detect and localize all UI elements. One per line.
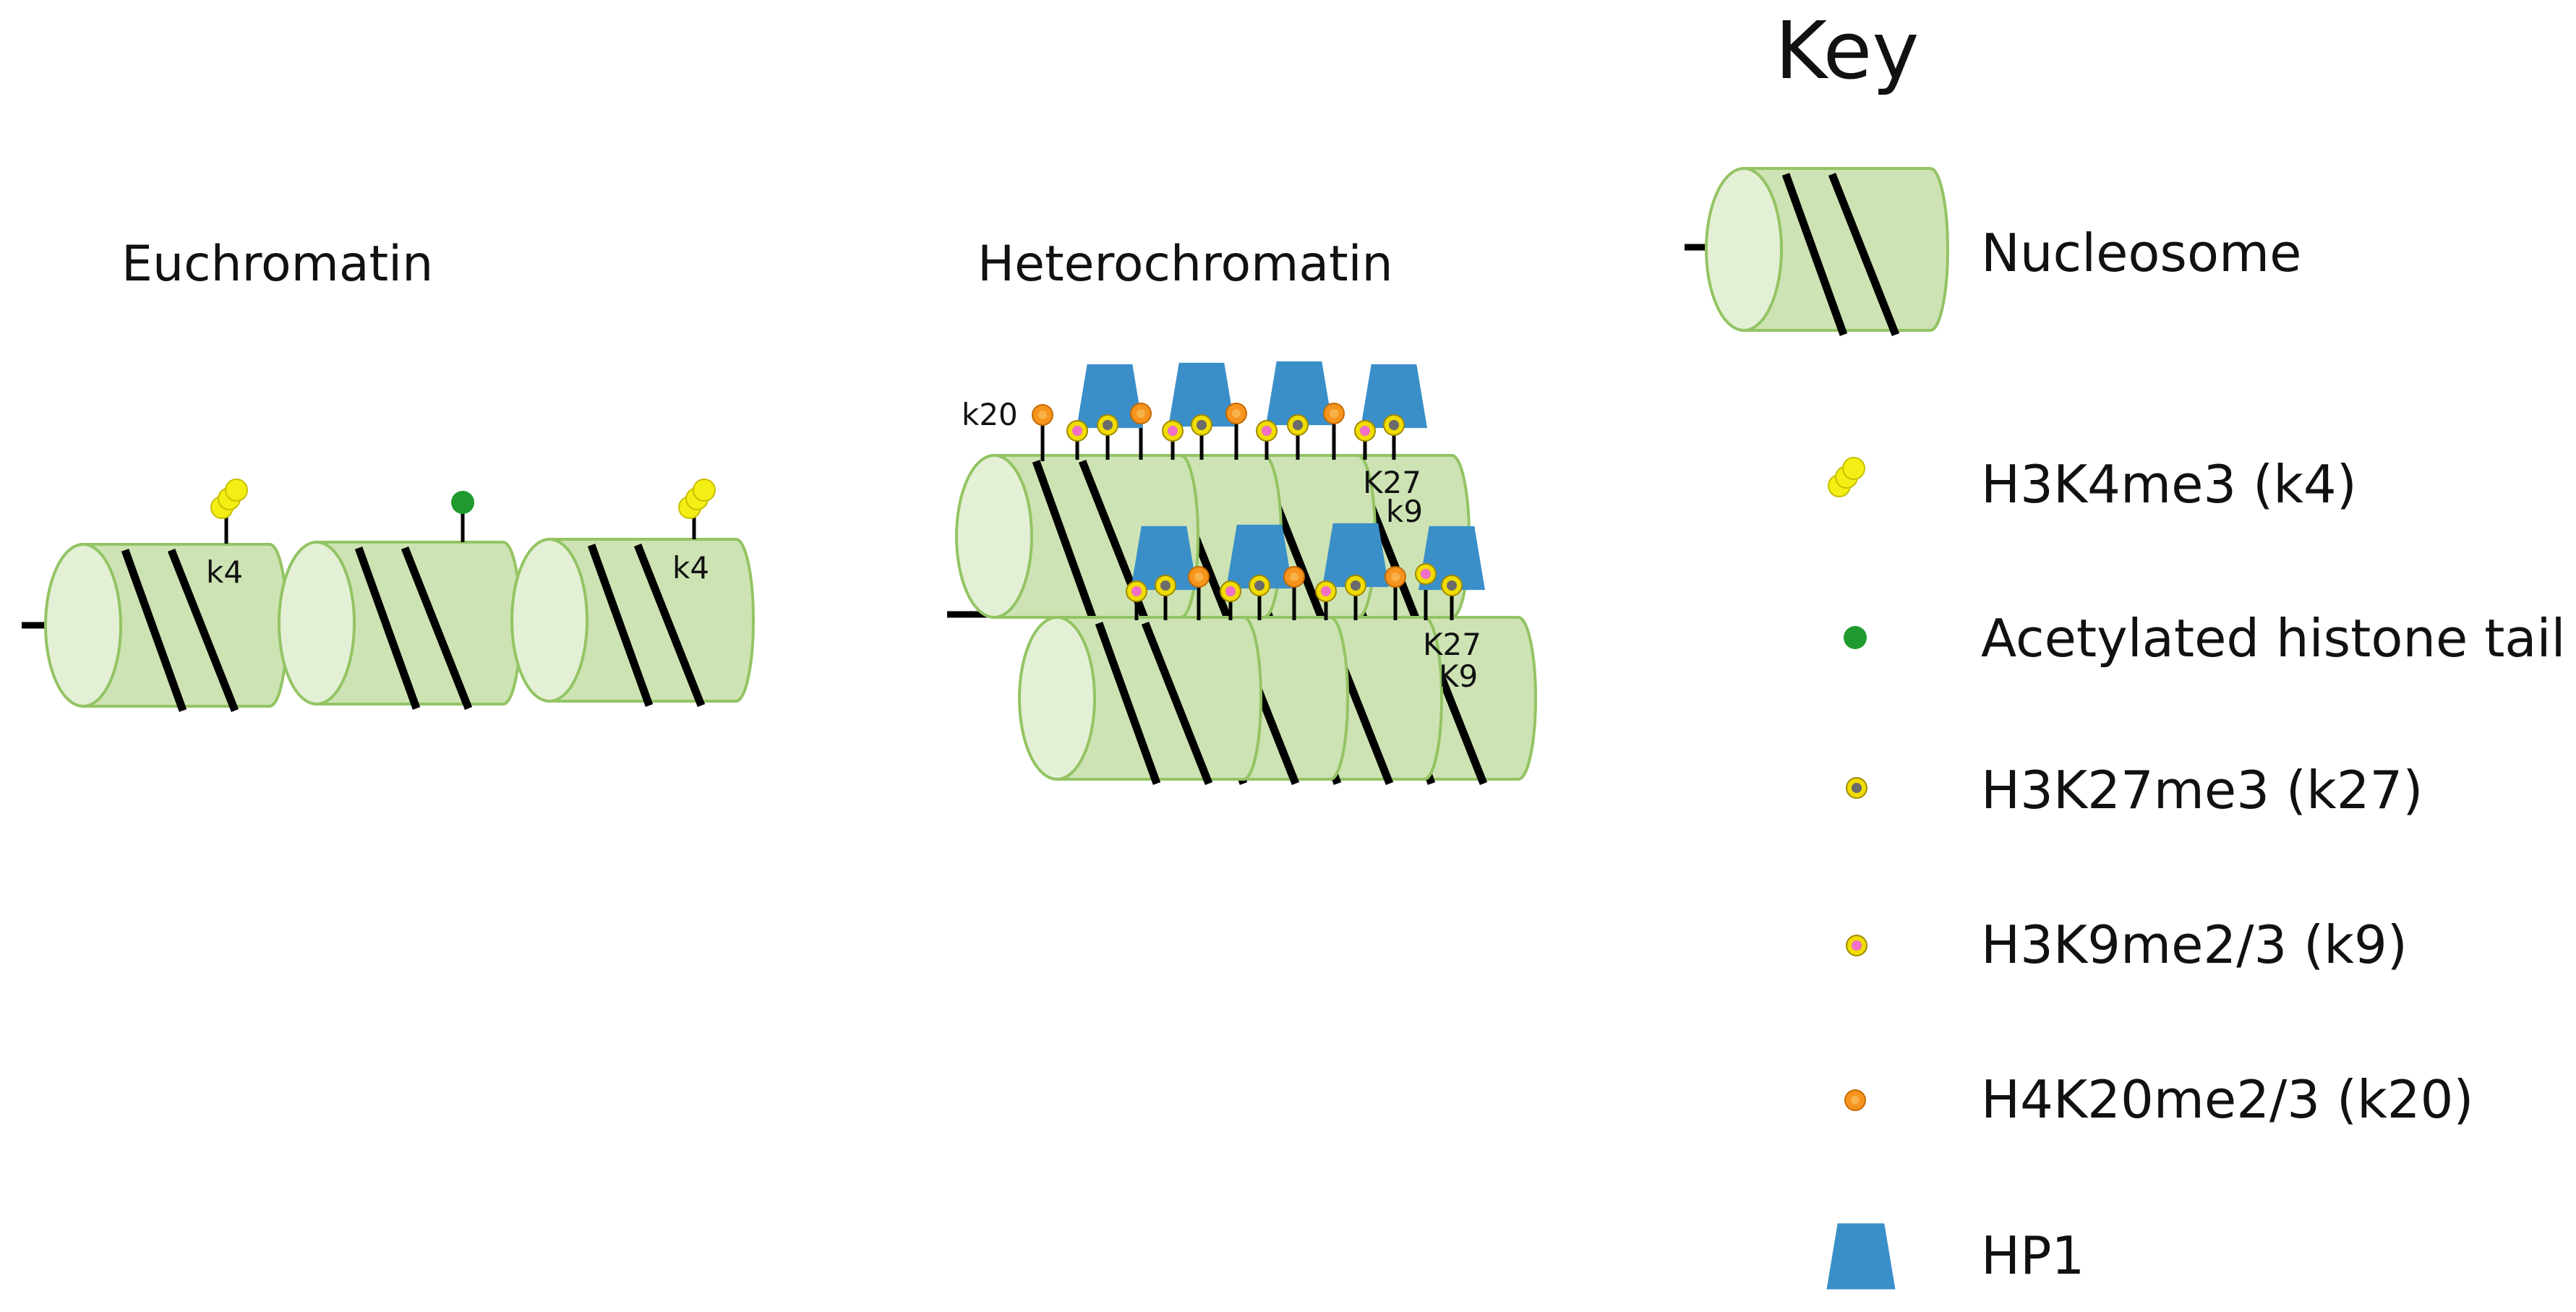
h3k9-mark	[1415, 563, 1437, 585]
nucleosome	[512, 539, 753, 706]
h4k20-mark	[1032, 404, 1053, 426]
key-label-h3k9me: H3K9me2/3 (k9)	[1981, 914, 2408, 975]
h3k9-mark	[1256, 420, 1278, 442]
heterochromatin-title: Heterochromatin	[977, 236, 1393, 293]
mark-label-k27: K27	[1363, 465, 1421, 500]
h3k9-mark	[1126, 580, 1147, 602]
nucleosome	[1019, 617, 1261, 784]
h3k9-mark	[1162, 420, 1184, 442]
top-row-marks: k20 K27 k9	[962, 361, 1427, 529]
key-title: Key	[1775, 4, 1919, 97]
mark-label-k27: K27	[1423, 627, 1481, 662]
legend: Key Nucleosome H3K4me3 (k4) Acetylated h…	[1685, 4, 2566, 1290]
acetyl-mark	[451, 491, 474, 514]
bottom-row-marks: K27 K9	[1126, 523, 1485, 694]
h4k20me-icon	[1844, 1089, 1866, 1111]
nucleosome	[46, 544, 287, 711]
h4k20-mark	[1188, 566, 1210, 588]
heterochromatin-panel: Heterochromatin	[947, 236, 1536, 784]
key-label-h4k20me: H4K20me2/3 (k20)	[1981, 1069, 2473, 1130]
h4k20-mark	[1283, 566, 1305, 588]
h3k9-mark	[1354, 420, 1376, 442]
h3k27-mark	[1097, 414, 1118, 436]
h4k20-mark	[1130, 403, 1152, 424]
h3k4me3-mark	[678, 479, 716, 519]
hp1-icon	[1826, 1223, 1896, 1290]
h3k27-mark	[1191, 414, 1212, 436]
h3k27-mark	[1287, 414, 1309, 436]
h3k9-mark	[1315, 580, 1337, 602]
euchromatin-panel: Euchromatin k4 k4	[22, 236, 753, 711]
key-label-nucleosome: Nucleosome	[1981, 223, 2301, 283]
h4k20-mark	[1323, 403, 1345, 424]
nucleosome	[279, 542, 521, 708]
key-label-h3k4me3: H3K4me3 (k4)	[1981, 454, 2357, 515]
h3k4me3-mark	[210, 479, 248, 519]
euchromatin-title: Euchromatin	[121, 236, 433, 293]
key-label-h3k27me3: H3K27me3 (k27)	[1981, 760, 2423, 820]
mark-label-k9: K9	[1439, 659, 1478, 694]
h3k9-mark	[1220, 580, 1241, 602]
mark-label-k4: k4	[206, 554, 243, 590]
mark-label-k4: k4	[672, 550, 709, 586]
h4k20-mark	[1385, 566, 1406, 588]
h3k27-mark	[1441, 575, 1463, 596]
nucleosome-icon	[1685, 168, 1948, 335]
h3k27-mark	[1249, 575, 1270, 596]
key-label-hp1: HP1	[1981, 1225, 2084, 1286]
h4k20-mark	[1225, 403, 1247, 424]
mark-label-k9: k9	[1386, 494, 1423, 529]
h3k4me3-icon	[1828, 457, 1865, 497]
h3k27-mark	[1345, 575, 1366, 596]
h3k9me-icon	[1846, 935, 1867, 956]
acetyl-icon	[1844, 626, 1867, 649]
mark-label-k20: k20	[962, 397, 1018, 432]
key-label-acetyl: Acetylated histone tail	[1981, 608, 2566, 669]
h3k27-mark	[1383, 414, 1405, 436]
h3k27me3-icon	[1846, 777, 1867, 799]
h3k9-mark	[1066, 420, 1088, 442]
h3k27-mark	[1155, 575, 1176, 596]
